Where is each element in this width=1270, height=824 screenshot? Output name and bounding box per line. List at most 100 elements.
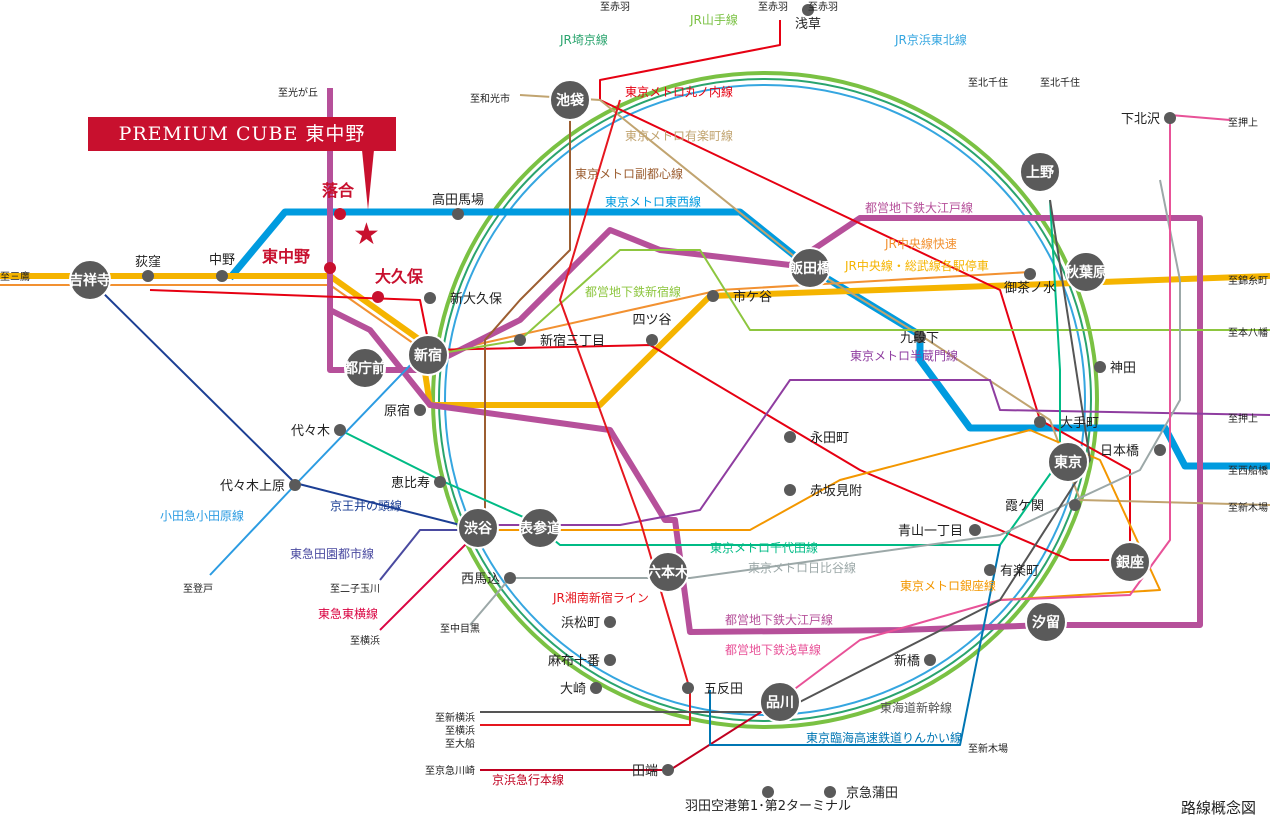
line-label: JR京浜東北線 — [894, 32, 967, 47]
property-pointer — [362, 150, 374, 210]
minor-station — [590, 682, 602, 694]
minor-station-label: 新橋 — [894, 653, 920, 669]
major-station-label: 池袋 — [556, 92, 585, 109]
destination-label: 至赤羽 — [808, 1, 838, 13]
destination-label: 至京急川崎 — [425, 764, 475, 777]
major-station-label: 上野 — [1026, 165, 1054, 181]
destination-label: 至中目黒 — [440, 622, 480, 635]
line-label: JR埼京線 — [559, 32, 608, 47]
line-label: 東京メトロ千代田線 — [710, 540, 818, 555]
line-yamanote — [431, 71, 1099, 729]
highlight-station-label: 大久保 — [375, 267, 424, 286]
minor-station-label: 御茶ノ水 — [1004, 280, 1056, 296]
line-rinkai — [709, 544, 1001, 746]
line-label: JR山手線 — [689, 12, 738, 27]
major-station — [457, 507, 499, 549]
major-station — [519, 507, 561, 549]
minor-station — [784, 431, 796, 443]
line-odakyu — [209, 354, 421, 576]
minor-station-label: 四ツ谷 — [632, 313, 671, 328]
line-label: JR中央線・総武線各駅停車 — [844, 258, 989, 273]
minor-station-label: 西馬込 — [461, 572, 500, 587]
major-station — [1019, 151, 1061, 193]
minor-station — [969, 524, 981, 536]
minor-station — [1164, 112, 1176, 124]
minor-station — [604, 654, 616, 666]
line-chiyoda — [339, 199, 1061, 546]
minor-station — [1094, 361, 1106, 373]
line-tokaido-shinkansen — [480, 199, 1091, 713]
line-label: 都営地下鉄新宿線 — [585, 284, 681, 299]
line-label: 東急田園都市線 — [290, 546, 374, 561]
minor-station-label: 代々木 — [291, 424, 330, 439]
line-label: 小田急小田原線 — [160, 508, 244, 523]
minor-station-label: 神田 — [1110, 361, 1136, 376]
line-hanzomon — [480, 379, 1270, 526]
destination-label: 至三鷹 — [0, 270, 30, 283]
minor-station — [142, 270, 154, 282]
minor-station-label: 有楽町 — [1000, 563, 1039, 579]
minor-station-label: 浅草 — [795, 17, 821, 32]
map-caption: 路線概念図 — [1180, 799, 1256, 817]
major-station — [69, 259, 111, 301]
destination-label: 至和光市 — [470, 92, 510, 105]
destination-label: 至押上 — [1228, 116, 1258, 129]
minor-station — [1069, 499, 1081, 511]
major-station-label: 新宿 — [414, 347, 442, 364]
line-label: 京浜急行本線 — [492, 772, 564, 787]
minor-station — [334, 424, 346, 436]
minor-station — [1154, 444, 1166, 456]
minor-station-label: 田端 — [632, 764, 658, 779]
destination-label: 至北千住 — [1040, 76, 1080, 89]
minor-station — [514, 334, 526, 346]
highlight-station-label: 落合 — [322, 181, 355, 200]
line-asakusa — [779, 114, 1231, 701]
minor-station — [289, 479, 301, 491]
major-station — [789, 247, 831, 289]
minor-station-label: 高田馬場 — [432, 192, 484, 208]
line-oedo — [327, 88, 1203, 635]
minor-station — [1024, 268, 1036, 280]
highlight-station-label: 東中野 — [262, 247, 310, 266]
line-ginza — [480, 429, 1161, 601]
minor-station — [662, 764, 674, 776]
line-label: 京王井の頭線 — [330, 498, 402, 513]
line-label: 東海道新幹線 — [880, 700, 952, 715]
minor-station-label: 麻布十番 — [548, 654, 600, 669]
destination-label: 至錦糸町 — [1228, 274, 1268, 287]
minor-station — [424, 292, 436, 304]
minor-station-label: 荻窪 — [135, 254, 161, 270]
minor-station-label: 日本橋 — [1100, 444, 1139, 459]
minor-station — [434, 476, 446, 488]
minor-station — [984, 564, 996, 576]
minor-station-label: 赤坂見附 — [810, 484, 862, 499]
major-station-label: 秋葉原 — [1065, 264, 1107, 281]
highlight-station — [334, 208, 346, 220]
line-label: 東京メトロ東西線 — [605, 194, 701, 209]
destination-label: 至新横浜 — [435, 711, 475, 724]
line-label: 都営地下鉄大江戸線 — [865, 200, 973, 215]
major-station-label: 汐留 — [1032, 614, 1060, 631]
minor-station-label: 恵比寿 — [391, 476, 430, 491]
minor-station — [914, 331, 926, 343]
major-station — [759, 681, 801, 723]
line-label: 東急東横線 — [318, 606, 378, 621]
destination-label: 至北千住 — [968, 76, 1008, 89]
minor-station — [802, 4, 814, 16]
line-yurakucho — [519, 94, 1270, 506]
minor-station — [604, 616, 616, 628]
minor-station-label: 市ケ谷 — [733, 289, 772, 305]
minor-station — [216, 270, 228, 282]
line-label: JR中央線快速 — [884, 236, 957, 251]
minor-station — [682, 682, 694, 694]
minor-station-label: 新宿三丁目 — [540, 333, 605, 349]
destination-label: 至大船 — [445, 737, 475, 750]
line-label: JR湘南新宿ライン — [552, 590, 649, 605]
line-shonan-shinjuku — [480, 99, 691, 726]
major-station — [1109, 541, 1151, 583]
minor-station-label: 青山一丁目 — [898, 524, 963, 539]
major-station — [407, 334, 449, 376]
minor-station-label: 永田町 — [810, 431, 849, 446]
destination-label: 至赤羽 — [758, 1, 788, 13]
